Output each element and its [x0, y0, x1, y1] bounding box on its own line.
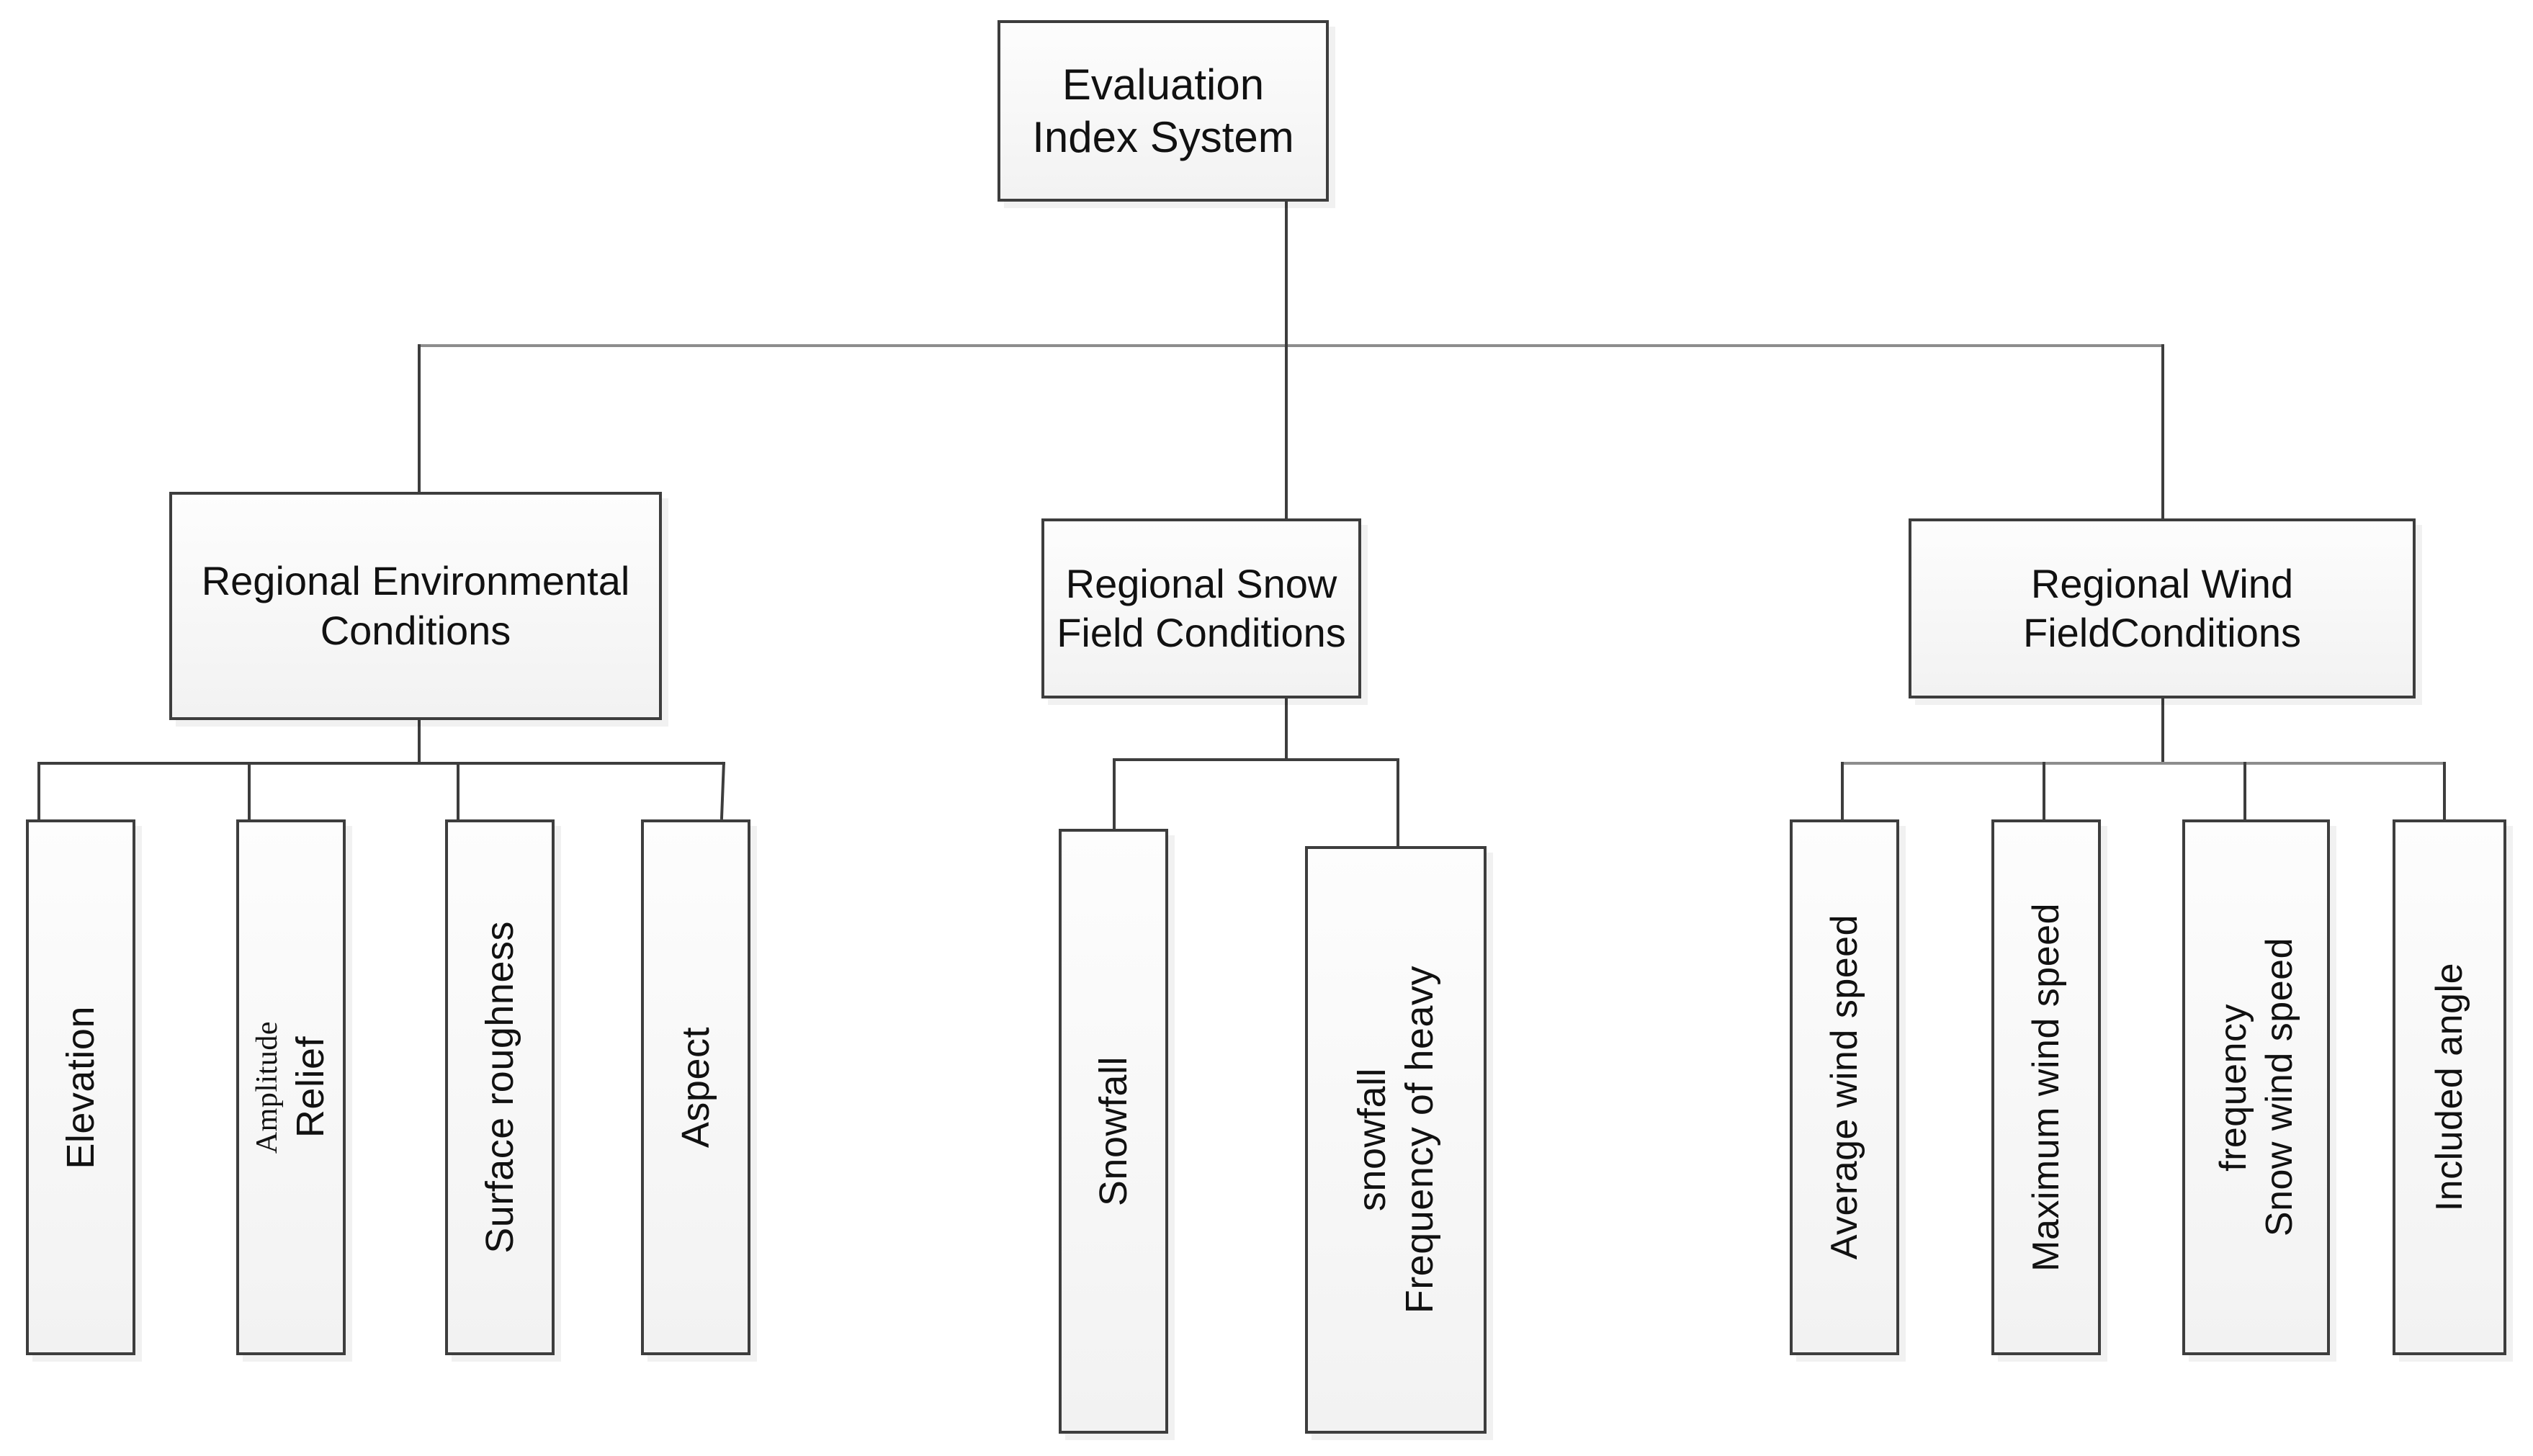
- leaf-text-wrap: Frequency of heavy snowfall: [1308, 849, 1484, 1431]
- node-leaf-label: Average wind speed: [1824, 915, 1865, 1260]
- node-leaf-label: Maximum wind speed: [2025, 903, 2067, 1272]
- leaf-text-wrap: Included angle: [2395, 822, 2503, 1352]
- node-leaf-aspect[interactable]: Aspect: [641, 819, 750, 1355]
- leaf-text-wrap: Average wind speed: [1793, 822, 1896, 1352]
- node-leaf-label: Snowfall: [1092, 1056, 1135, 1207]
- connector-branch3-leaf-drop-2: [2043, 762, 2045, 819]
- node-root-label: Evaluation Index System: [1032, 60, 1294, 161]
- connector-branch3-stem: [2161, 698, 2164, 763]
- node-leaf-label-secondary: snowfall: [1350, 1068, 1394, 1212]
- node-leaf-label: Elevation: [59, 1005, 102, 1169]
- node-branch-regional-snow-field-conditions[interactable]: Regional Snow Field Conditions: [1041, 518, 1361, 698]
- connector-drop-branch-3: [2161, 344, 2164, 518]
- connector-branch1-bus: [37, 762, 725, 765]
- connector-branch2-bus: [1113, 758, 1399, 761]
- node-branch-label: Regional Environmental Conditions: [201, 558, 630, 653]
- connector-drop-branch-2: [1285, 344, 1288, 518]
- node-root[interactable]: Evaluation Index System: [997, 20, 1329, 202]
- node-leaf-snow-wind-speed-frequency[interactable]: Snow wind speed frequency: [2182, 819, 2330, 1355]
- node-leaf-label: Snow wind speed: [2258, 938, 2300, 1237]
- node-branch-regional-wind-field-conditions[interactable]: Regional Wind FieldConditions: [1909, 518, 2416, 698]
- connector-branch3-leaf-drop-3: [2243, 762, 2246, 819]
- leaf-text-wrap: Relief Amplitude: [239, 822, 343, 1352]
- connector-branch3-leaf-drop-4: [2443, 762, 2446, 819]
- node-leaf-label: Aspect: [674, 1026, 717, 1149]
- node-leaf-label: Relief: [289, 1036, 332, 1138]
- node-leaf-relief-amplitude[interactable]: Relief Amplitude: [236, 819, 346, 1355]
- connector-branch2-leaf-drop-1: [1113, 758, 1116, 829]
- leaf-text-wrap: Maximum wind speed: [1994, 822, 2098, 1352]
- node-leaf-snowfall[interactable]: Snowfall: [1059, 829, 1168, 1434]
- connector-branch1-stem: [418, 720, 421, 765]
- connector-branch2-stem: [1285, 698, 1288, 760]
- node-leaf-label: Surface roughness: [478, 921, 521, 1254]
- node-leaf-label-secondary: Amplitude: [251, 1020, 284, 1154]
- connector-root-stem: [1285, 202, 1288, 346]
- node-leaf-elevation[interactable]: Elevation: [26, 819, 135, 1355]
- connector-branch1-leaf-drop-4: [719, 761, 725, 820]
- leaf-text-wrap: Aspect: [644, 822, 748, 1352]
- connector-branch2-leaf-drop-2: [1396, 758, 1399, 846]
- connector-branch1-leaf-drop-2: [248, 762, 251, 819]
- leaf-text-wrap: Elevation: [29, 822, 133, 1352]
- node-leaf-frequency-of-heavy-snowfall[interactable]: Frequency of heavy snowfall: [1305, 846, 1487, 1434]
- connector-drop-branch-1: [418, 344, 421, 492]
- connector-level1-bus: [418, 344, 2164, 347]
- node-leaf-surface-roughness[interactable]: Surface roughness: [445, 819, 555, 1355]
- node-leaf-label-secondary: frequency: [2212, 1003, 2254, 1172]
- node-leaf-included-angle[interactable]: Included angle: [2393, 819, 2506, 1355]
- node-branch-label: Regional Snow Field Conditions: [1057, 560, 1346, 655]
- leaf-text-wrap: Snowfall: [1062, 832, 1165, 1431]
- leaf-text-wrap: Snow wind speed frequency: [2185, 822, 2327, 1352]
- connector-branch3-bus: [1841, 762, 2446, 765]
- node-leaf-label: Frequency of heavy: [1398, 966, 1441, 1314]
- node-branch-regional-environmental-conditions[interactable]: Regional Environmental Conditions: [169, 492, 662, 720]
- connector-branch3-leaf-drop-1: [1841, 762, 1844, 819]
- leaf-text-wrap: Surface roughness: [448, 822, 552, 1352]
- node-branch-label: Regional Wind FieldConditions: [2023, 560, 2301, 655]
- node-leaf-maximum-wind-speed[interactable]: Maximum wind speed: [1991, 819, 2101, 1355]
- node-leaf-label: Included angle: [2429, 963, 2470, 1212]
- connector-branch1-leaf-drop-1: [37, 762, 40, 819]
- node-leaf-average-wind-speed[interactable]: Average wind speed: [1790, 819, 1899, 1355]
- connector-branch1-leaf-drop-3: [457, 762, 459, 819]
